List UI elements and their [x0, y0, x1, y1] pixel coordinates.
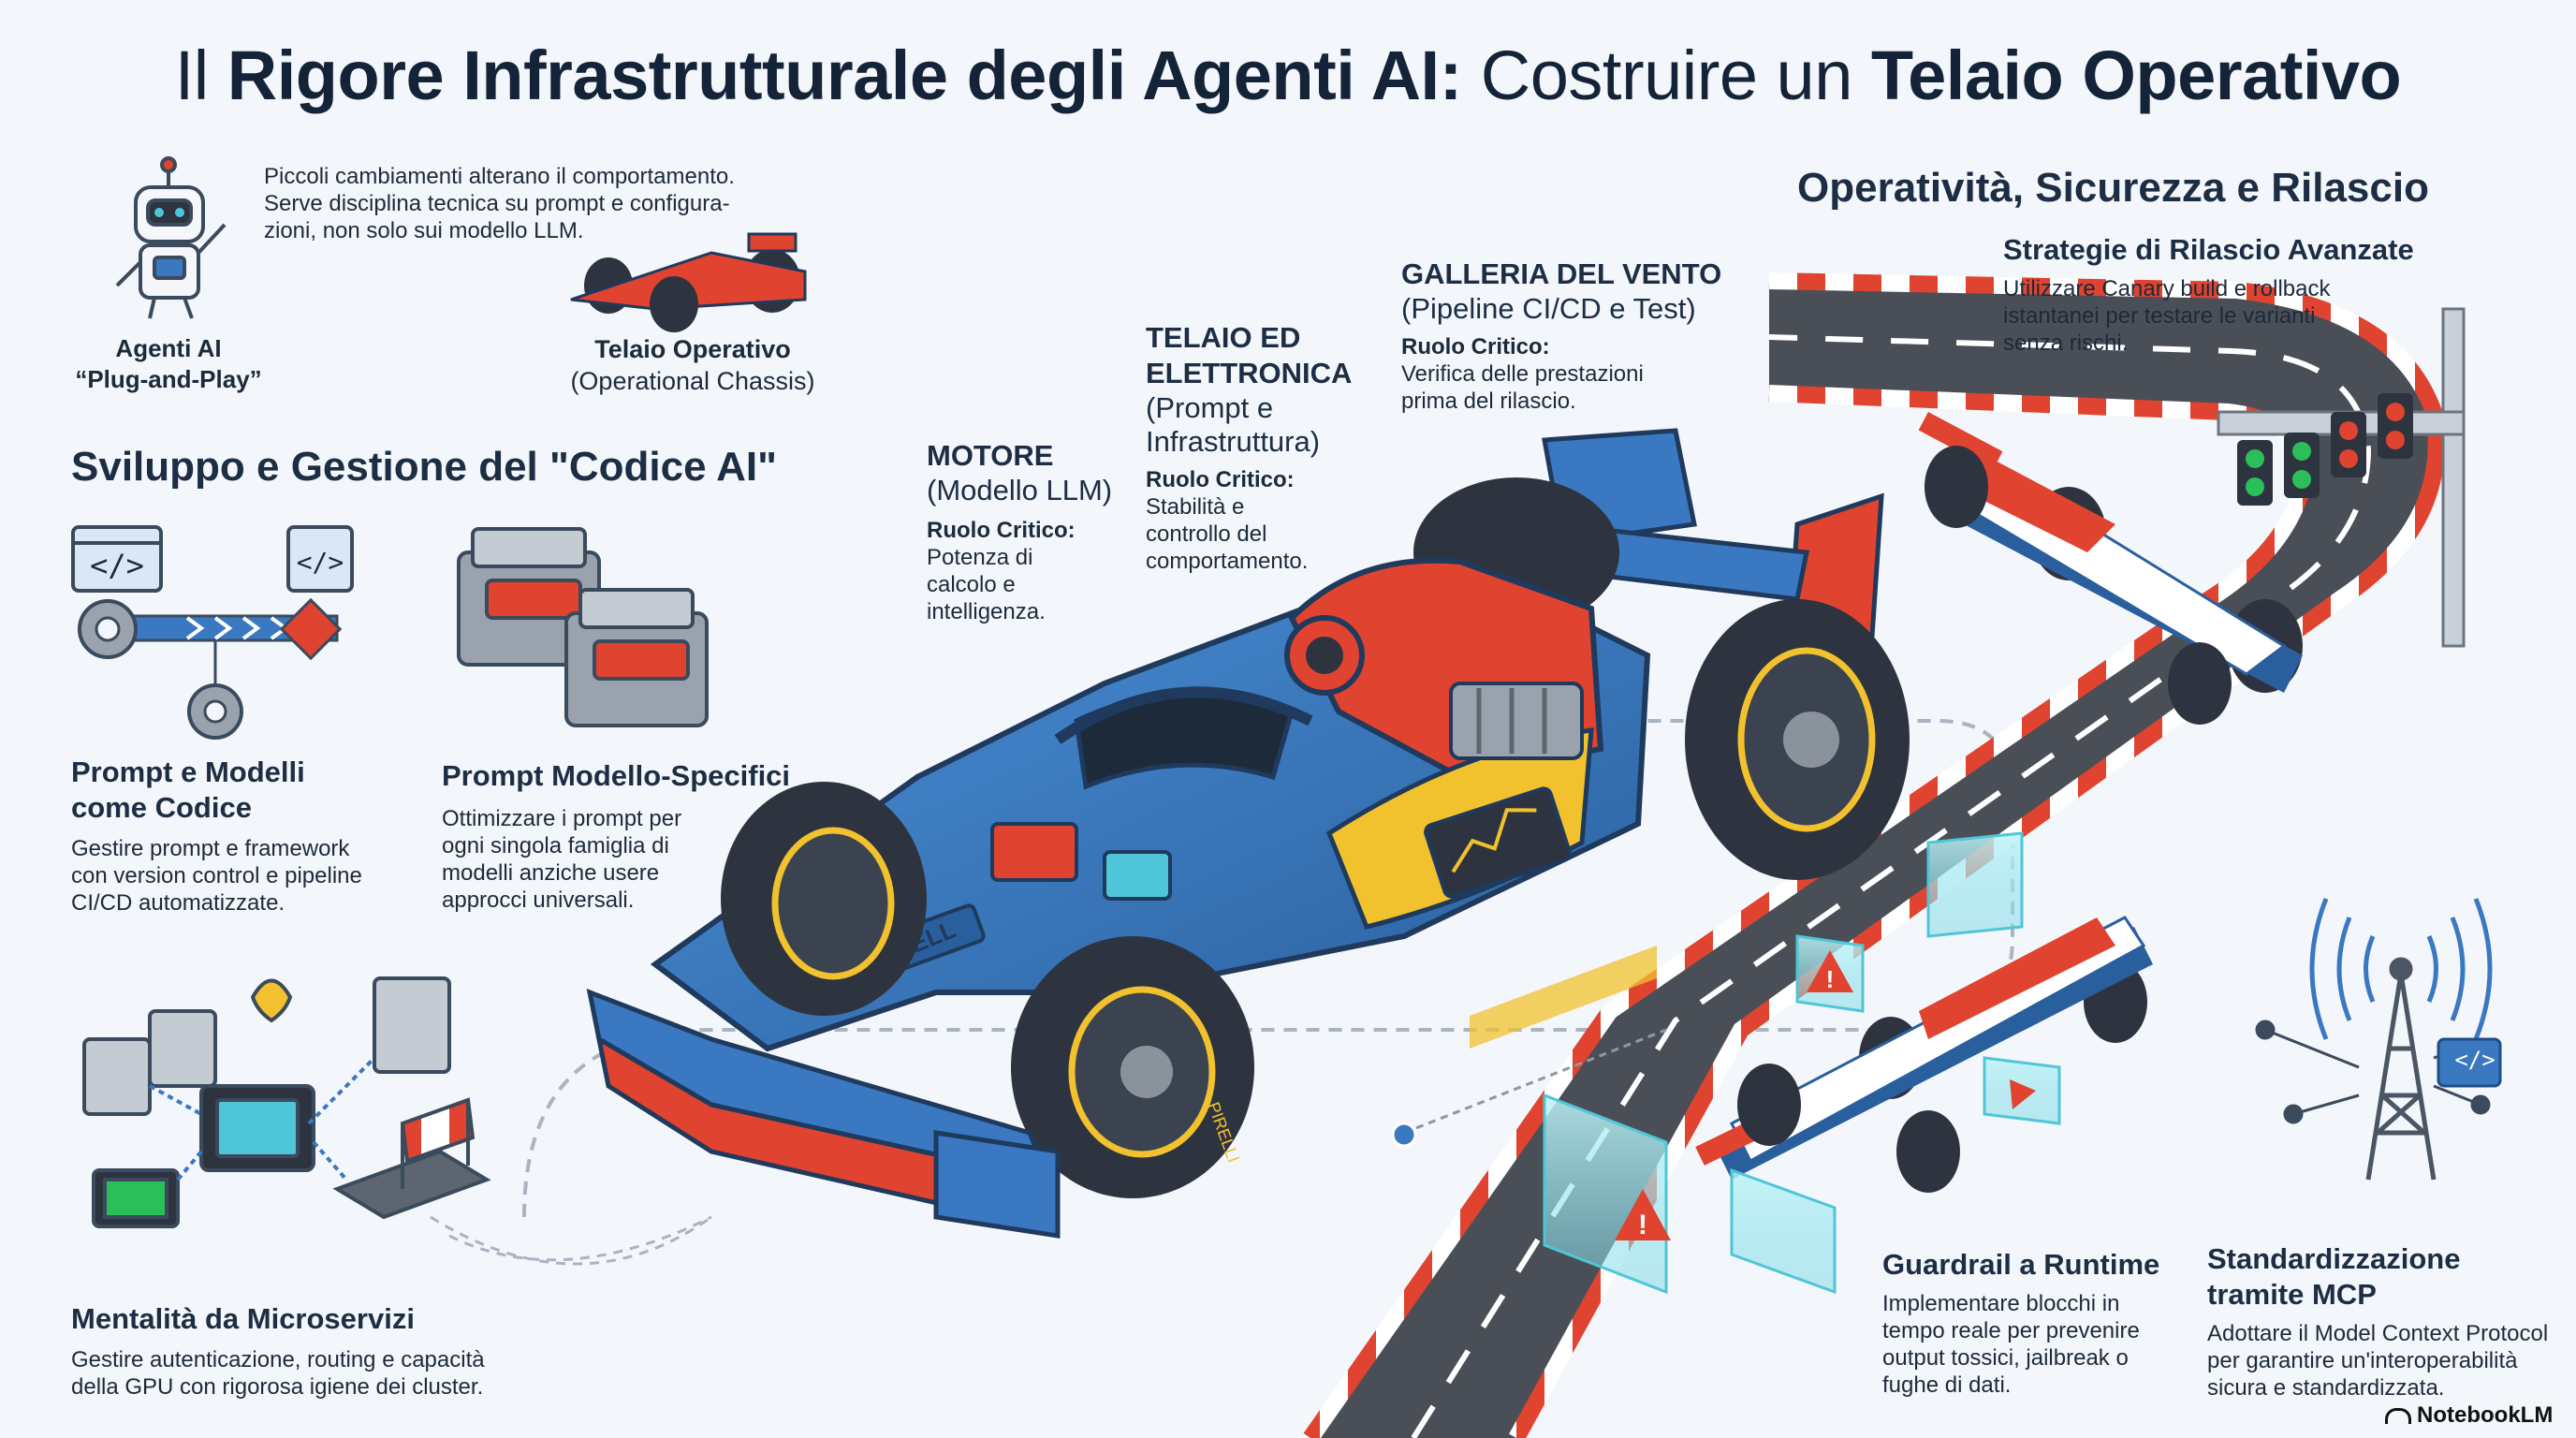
galleria-callout: GALLERIA DEL VENTO (Pipeline CI/CD e Tes… — [1401, 257, 1722, 414]
dashed-connector-micro — [430, 1215, 712, 1266]
microservices-icon — [82, 976, 491, 1228]
code-file-icon: </> — [297, 547, 344, 578]
release-block: Strategie di Rilascio Avanzate Utilizzar… — [2003, 233, 2414, 356]
engine-blocks-icon — [457, 527, 709, 727]
wind-tunnel-beam — [1470, 946, 1657, 1049]
guardrails-block: Guardrail a Runtime Implementare blocchi… — [1882, 1248, 2160, 1398]
intro-text: Piccoli cambiamenti alterano il comporta… — [264, 164, 735, 243]
code-icon: </> — [90, 548, 144, 583]
holo-barriers: ! ! — [1543, 831, 2061, 1295]
page-title: Il Rigore Infrastrutturale degli Agenti … — [174, 37, 2402, 114]
guardrail-car — [1695, 916, 2153, 1193]
robot-agent-icon — [115, 156, 227, 319]
right-section-heading: Operatività, Sicurezza e Rilascio — [1797, 165, 2429, 211]
microservices-block: Mentalità da Microservizi Gestire autent… — [71, 1302, 485, 1400]
mcp-code-icon: </> — [2454, 1047, 2496, 1073]
mcp-block: Standardizzazione tramite MCP Adottare i… — [2207, 1242, 2549, 1401]
left-section-heading: Sviluppo e Gestione del "Codice AI" — [71, 444, 777, 490]
main-f1-car: DELL PIRELLI — [586, 428, 1910, 1239]
motore-callout: MOTORE (Modello LLM) Ruolo Critico: Pote… — [927, 439, 1113, 624]
notebooklm-logo-icon — [2385, 1408, 2411, 1425]
svg-text:!: ! — [1638, 1210, 1647, 1240]
dashed-connector — [448, 1215, 712, 1262]
radio-tower — [2309, 898, 2493, 1181]
notebooklm-brand: NotebookLM — [2385, 1402, 2553, 1429]
chassis-label: Telaio Operativo (Operational Chassis) — [570, 335, 815, 395]
agent-label: Agenti AI “Plug-and-Play” — [75, 334, 262, 393]
svg-text:!: ! — [1826, 965, 1835, 993]
telaio-callout: TELAIO ED ELETTRONICA (Prompt e Infrastr… — [1146, 321, 1353, 574]
code-pipeline-icon — [71, 525, 354, 740]
start-lights-gantry — [2217, 307, 2466, 648]
mcp-network — [2255, 1020, 2502, 1124]
model-specific-block: Prompt Modello-Specifici Ottimizzare i p… — [442, 759, 791, 913]
prompt-models-block: Prompt e Modelli come Codice Gestire pro… — [71, 756, 362, 916]
chassis-car-icon — [570, 232, 807, 332]
canary-car — [1918, 412, 2303, 725]
